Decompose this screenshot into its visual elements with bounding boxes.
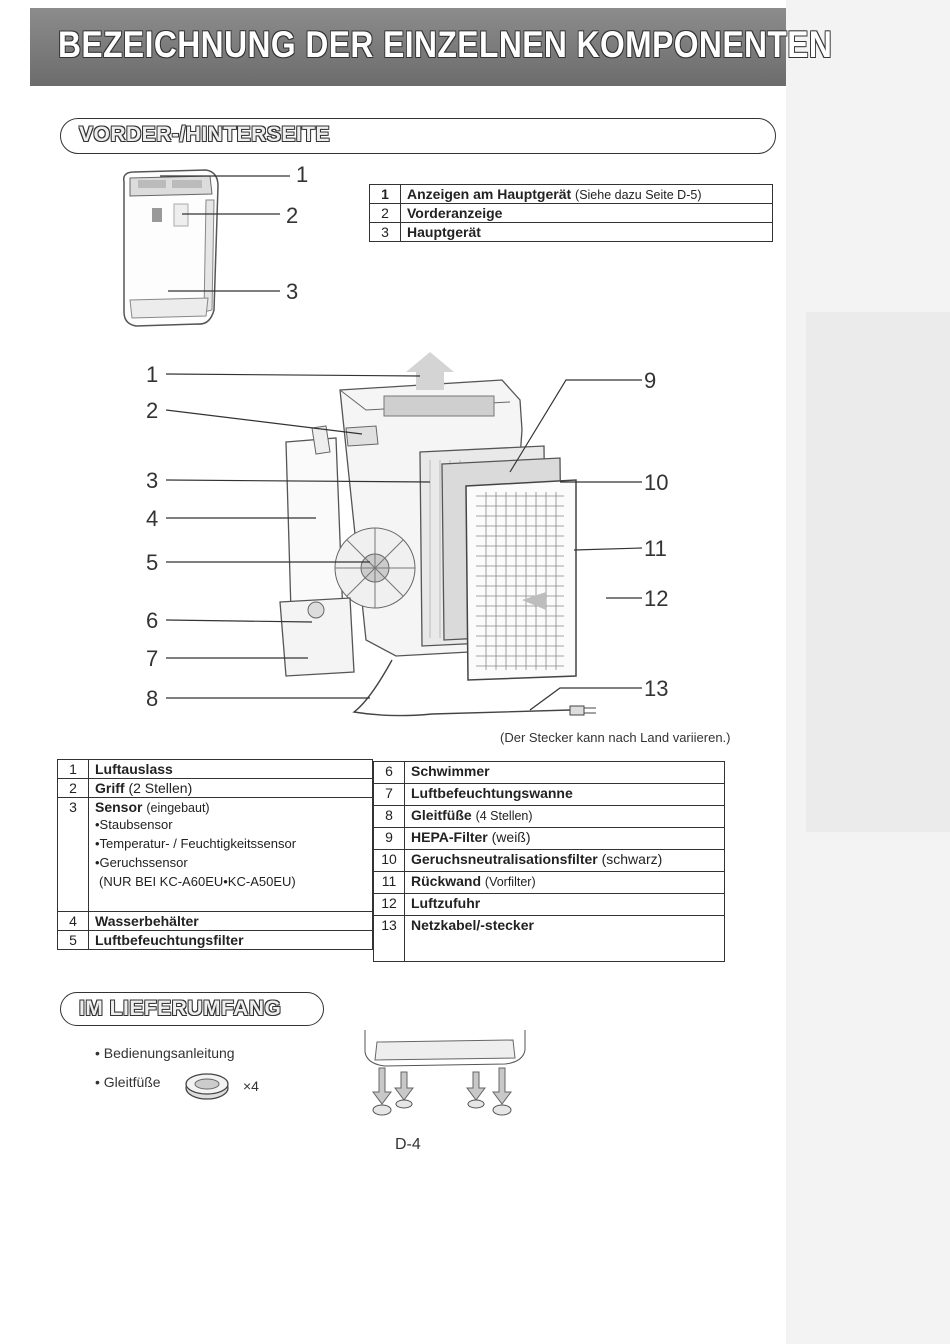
- parts-table-right: 6 Schwimmer 7 Luftbefeuchtungswanne 8 Gl…: [373, 761, 725, 962]
- table-row: 12 Luftzufuhr: [373, 893, 725, 916]
- table-main-unit: 1 Anzeigen am Hauptgerät (Siehe dazu Sei…: [369, 184, 773, 242]
- table-row: 2 Vorderanzeige: [369, 203, 773, 223]
- callout-number: 12: [644, 586, 668, 611]
- callout-number: 2: [146, 398, 158, 423]
- section-front-back-label: VORDER-/HINTERSEITE: [79, 123, 331, 146]
- list-item: •Geruchssensor: [95, 855, 188, 870]
- page-title: BEZEICHNUNG DER EINZELNEN KOMPONENTEN: [58, 24, 833, 65]
- list-item: •Staubsensor: [95, 817, 173, 832]
- table-row: 6 Schwimmer: [373, 761, 725, 784]
- table-row: 4 Wasserbehälter: [57, 911, 373, 931]
- section-included-header: IM LIEFERUMFANG: [60, 992, 324, 1026]
- table-row: 11 Rückwand (Vorfilter): [373, 871, 725, 894]
- scan-right-margin: [786, 0, 950, 1344]
- callout-number: 2: [286, 203, 298, 228]
- section-included-label: IM LIEFERUMFANG: [79, 997, 282, 1020]
- exploded-view-figure: 1 2 3 4 5 6 7 8 9 10 11 12 13: [146, 352, 668, 717]
- plug-note: (Der Stecker kann nach Land variieren.): [500, 730, 731, 745]
- table-row: 7 Luftbefeuchtungswanne: [373, 783, 725, 806]
- callout-number: 5: [146, 550, 158, 575]
- feet-quantity: ×4: [243, 1078, 259, 1094]
- included-item-manual: • Bedienungsanleitung: [95, 1045, 235, 1061]
- list-item: (NUR BEI KC-A60EU•KC-A50EU): [99, 874, 296, 889]
- callout-number: 10: [644, 470, 668, 495]
- table-row: 2 Griff (2 Stellen): [57, 778, 373, 798]
- table-row: 1 Anzeigen am Hauptgerät (Siehe dazu Sei…: [369, 184, 773, 204]
- callout-number: 13: [644, 676, 668, 701]
- callout-number: 1: [296, 162, 308, 187]
- callout-number: 1: [146, 362, 158, 387]
- slide-foot-icon: [185, 1073, 229, 1100]
- table-row: 10 Geruchsneutralisationsfilter (schwarz…: [373, 849, 725, 872]
- callout-number: 8: [146, 686, 158, 711]
- page-number: D-4: [395, 1136, 421, 1153]
- section-front-back-header: VORDER-/HINTERSEITE: [60, 118, 776, 154]
- callout-number: 7: [146, 646, 158, 671]
- table-row: 1 Luftauslass: [57, 759, 373, 779]
- unit-front-figure: 1 2 3: [122, 162, 308, 327]
- callout-number: 9: [644, 368, 656, 393]
- title-banner: BEZEICHNUNG DER EINZELNEN KOMPONENTEN: [30, 8, 832, 86]
- table-row: 9 HEPA-Filter (weiß): [373, 827, 725, 850]
- callout-number: 4: [146, 506, 158, 531]
- table-row: 13 Netzkabel/-stecker: [373, 915, 725, 962]
- table-row: 8 Gleitfüße (4 Stellen): [373, 805, 725, 828]
- callout-number: 3: [286, 279, 298, 304]
- airflow-in-arrow: [522, 592, 606, 610]
- table-row: 3 Hauptgerät: [369, 222, 773, 242]
- parts-table-left: 1 Luftauslass 2 Griff (2 Stellen) 3 Sens…: [57, 759, 373, 950]
- table-row: 3 Sensor (eingebaut) •Staubsensor •Tempe…: [57, 797, 373, 912]
- table-row: 5 Luftbefeuchtungsfilter: [57, 930, 373, 950]
- callout-number: 11: [644, 536, 667, 561]
- feet-attach-figure: [364, 1030, 526, 1116]
- airflow-out-arrow: [406, 352, 454, 390]
- callout-number: 6: [146, 608, 158, 633]
- list-item: •Temperatur- / Feuchtigkeitssensor: [95, 836, 297, 851]
- included-item-feet: • Gleitfüße: [95, 1074, 161, 1090]
- sensor-sublist: •Staubsensor •Temperatur- / Feuchtigkeit…: [95, 815, 366, 891]
- callout-number: 3: [146, 468, 158, 493]
